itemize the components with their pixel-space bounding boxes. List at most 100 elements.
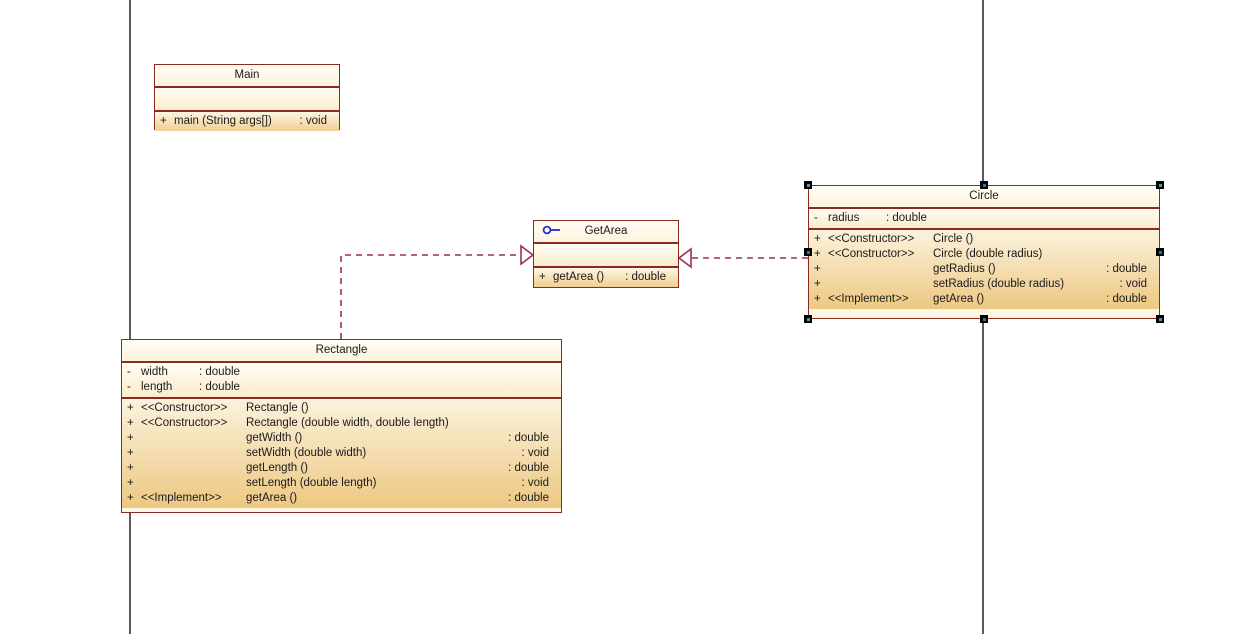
operation-return-type: : void [521,447,550,459]
attribute-visibility: - [814,212,818,224]
attribute-type: : double [886,212,927,224]
operation-stereotype: <<Constructor>> [828,233,915,245]
realization-circle-getarea[interactable] [677,247,808,269]
operation-return-type: : void [299,115,328,127]
class-box-rectangle[interactable]: Rectangle -width : double -length : double + <… [121,339,562,513]
operation-row-rectangle-6[interactable]: + <<Implement>> getArea () : double [122,491,561,506]
operations-compartment-rectangle[interactable]: + <<Constructor>> Rectangle () + <<Construct… [122,399,561,508]
attribute-name: length [141,381,173,393]
attribute-row-rectangle-1[interactable]: -length : double [122,380,561,395]
operation-row-rectangle-1[interactable]: + <<Constructor>> Rectangle (double width,… [122,416,561,431]
operation-row-circle-1[interactable]: + <<Constructor>> Circle (double radius) [809,247,1159,262]
operation-return-type: : double [1106,263,1147,275]
attributes-compartment-main[interactable] [155,88,339,112]
operation-visibility: + [814,263,821,275]
operation-signature: getRadius () [933,263,996,275]
class-name-label-main: Main [234,69,260,81]
operation-stereotype: <<Implement>> [141,492,222,504]
operations-compartment-main[interactable]: + main (String args[]) : void [155,112,339,131]
operation-signature: getWidth () [246,432,303,444]
operation-stereotype: <<Constructor>> [828,248,915,260]
operation-return-type: : double [625,271,666,283]
handle-circle-bottom-right[interactable] [1156,315,1164,323]
operation-visibility: + [814,278,821,290]
attribute-name: width [141,366,168,378]
operation-row-rectangle-5[interactable]: + setLength (double length) : void [122,476,561,491]
operations-compartment-circle[interactable]: + <<Constructor>> Circle () + <<Constructor>… [809,230,1159,309]
attributes-compartment-rectangle[interactable]: -width : double -length : double [122,363,561,399]
operation-signature: main (String args[]) [174,115,272,127]
operation-visibility: + [160,115,167,127]
handle-circle-middle-right[interactable] [1156,248,1164,256]
attributes-compartment-circle[interactable]: -radius : double [809,209,1159,230]
operation-return-type: : double [1106,293,1147,305]
realization-rectangle-getarea[interactable] [340,244,535,339]
attribute-visibility: - [127,381,131,393]
realization-rectangle-getarea-line [340,254,521,339]
handle-circle-bottom-center[interactable] [980,315,988,323]
operation-signature: getArea () [246,492,298,504]
operation-row-rectangle-3[interactable]: + setWidth (double width) : void [122,446,561,461]
class-box-circle[interactable]: Circle -radius : double + <<Constructor>> Cir… [808,185,1160,319]
operation-stereotype: <<Constructor>> [141,417,228,429]
class-box-main[interactable]: Main + main (String args[]) : void [154,64,340,131]
operation-signature: Circle (double radius) [933,248,1043,260]
operation-row-circle-2[interactable]: + getRadius () : double [809,262,1159,277]
class-name-compartment-circle[interactable]: Circle [809,186,1159,209]
operation-row-rectangle-2[interactable]: +getWidth (): double [122,431,561,446]
handle-circle-top-left[interactable] [804,181,812,189]
operation-visibility: + [127,447,134,459]
operation-visibility: + [539,271,546,283]
operation-return-type: : void [521,477,550,489]
operation-row-main-0[interactable]: + main (String args[]) : void [155,114,339,129]
attributes-compartment-getarea[interactable] [534,244,678,268]
operation-visibility: + [814,293,821,305]
handle-circle-middle-left[interactable] [804,248,812,256]
class-name-compartment-main[interactable]: Main [155,65,339,88]
attribute-visibility: - [127,366,131,378]
operation-signature: Circle () [933,233,974,245]
class-name-compartment-rectangle[interactable]: Rectangle [122,340,561,363]
operation-visibility: + [127,492,134,504]
operation-signature: Rectangle (double width, double length) [246,417,449,429]
operation-signature: getLength () [246,462,309,474]
operation-row-circle-3[interactable]: + setRadius (double radius) : void [809,277,1159,292]
operation-signature: setRadius (double radius) [933,278,1065,290]
operations-compartment-getarea[interactable]: + getArea () : double [534,268,678,287]
operation-row-rectangle-4[interactable]: +getLength (): double [122,461,561,476]
operation-visibility: + [814,248,821,260]
operation-signature: getArea () [553,271,605,283]
operation-visibility: + [814,233,821,245]
operation-signature: setWidth (double width) [246,447,367,459]
operation-row-getarea-0[interactable]: + getArea () : double [534,270,678,285]
operation-return-type: : double [508,492,549,504]
operation-signature: setLength (double length) [246,477,377,489]
operation-visibility: + [127,462,134,474]
operation-row-circle-4[interactable]: +<<Implement>>getArea (): double [809,292,1159,307]
realization-circle-getarea-arrowhead [677,247,692,269]
attribute-name: radius [828,212,860,224]
operation-row-rectangle-0[interactable]: +<<Constructor>>Rectangle () [122,401,561,416]
class-name-compartment-getarea[interactable]: GetArea [534,221,678,244]
operation-stereotype: <<Constructor>> [141,402,228,414]
operation-visibility: + [127,477,134,489]
operation-visibility: + [127,432,134,444]
class-name-label-circle: Circle [969,190,999,202]
realization-rectangle-getarea-arrowhead [520,244,535,266]
operation-visibility: + [127,417,134,429]
operation-signature: getArea () [933,293,985,305]
handle-circle-bottom-left[interactable] [804,315,812,323]
class-name-label-getarea: GetArea [584,225,628,237]
class-box-getarea[interactable]: GetArea + getArea () : double [533,220,679,288]
attribute-row-circle-0[interactable]: -radius : double [809,211,1159,226]
attribute-row-rectangle-0[interactable]: -width : double [122,365,561,380]
handle-circle-top-right[interactable] [1156,181,1164,189]
handle-circle-top-center[interactable] [980,181,988,189]
class-name-label-rectangle: Rectangle [315,344,368,356]
attribute-type: : double [199,381,240,393]
operation-signature: Rectangle () [246,402,309,414]
operation-row-circle-0[interactable]: + <<Constructor>> Circle () [809,232,1159,247]
operation-return-type: : void [1119,278,1148,290]
attribute-type: : double [199,366,240,378]
